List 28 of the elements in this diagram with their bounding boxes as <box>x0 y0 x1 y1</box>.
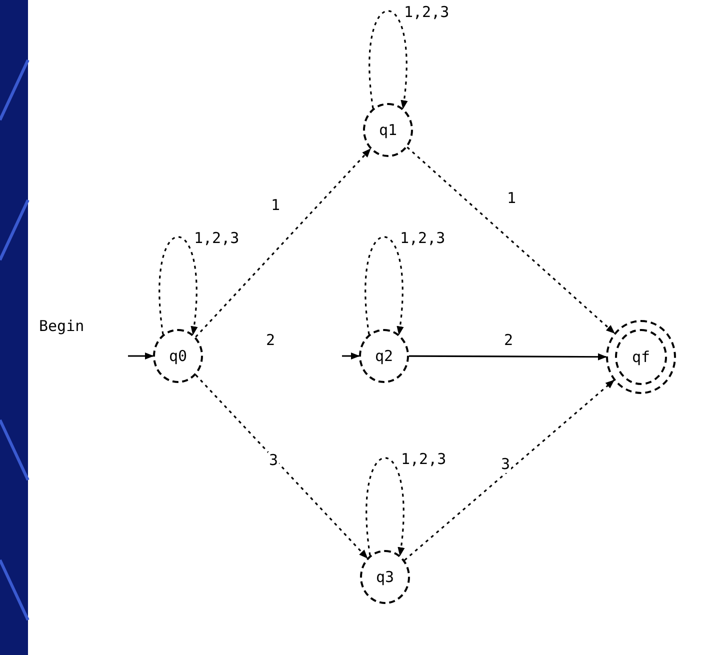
edge-label: 3 <box>268 452 280 468</box>
transition-arrow <box>409 353 607 360</box>
start-arrow <box>342 352 360 360</box>
transition-arrow <box>195 148 371 338</box>
state-circle <box>363 103 413 157</box>
edge-label: 1,2,3 <box>400 451 448 468</box>
self-loop-arrow <box>366 458 404 556</box>
state-label: q0 <box>168 347 188 365</box>
state-label: qf <box>632 348 650 366</box>
state-label: q2 <box>374 347 394 365</box>
self-loop-arrow <box>368 10 408 110</box>
state-circle <box>359 329 409 383</box>
transition-arrow <box>195 374 368 559</box>
state-label: q1 <box>378 121 398 139</box>
state-circle <box>360 550 410 604</box>
self-loop-arrow <box>364 236 404 336</box>
edge-label: 1,2,3 <box>193 230 240 246</box>
self-loop-arrow <box>158 236 198 336</box>
state-circle <box>153 329 203 383</box>
start-arrow <box>128 352 154 360</box>
edge-label: 1,2,3 <box>399 230 446 246</box>
edge-label: 3 <box>500 456 512 472</box>
accepting-state-circle <box>606 320 676 394</box>
transition-arrow <box>404 380 615 561</box>
state-label: q3 <box>376 568 394 586</box>
transition-arrow <box>406 146 615 334</box>
edge-label: 1,2,3 <box>403 4 450 20</box>
start-label: Begin <box>38 318 86 334</box>
